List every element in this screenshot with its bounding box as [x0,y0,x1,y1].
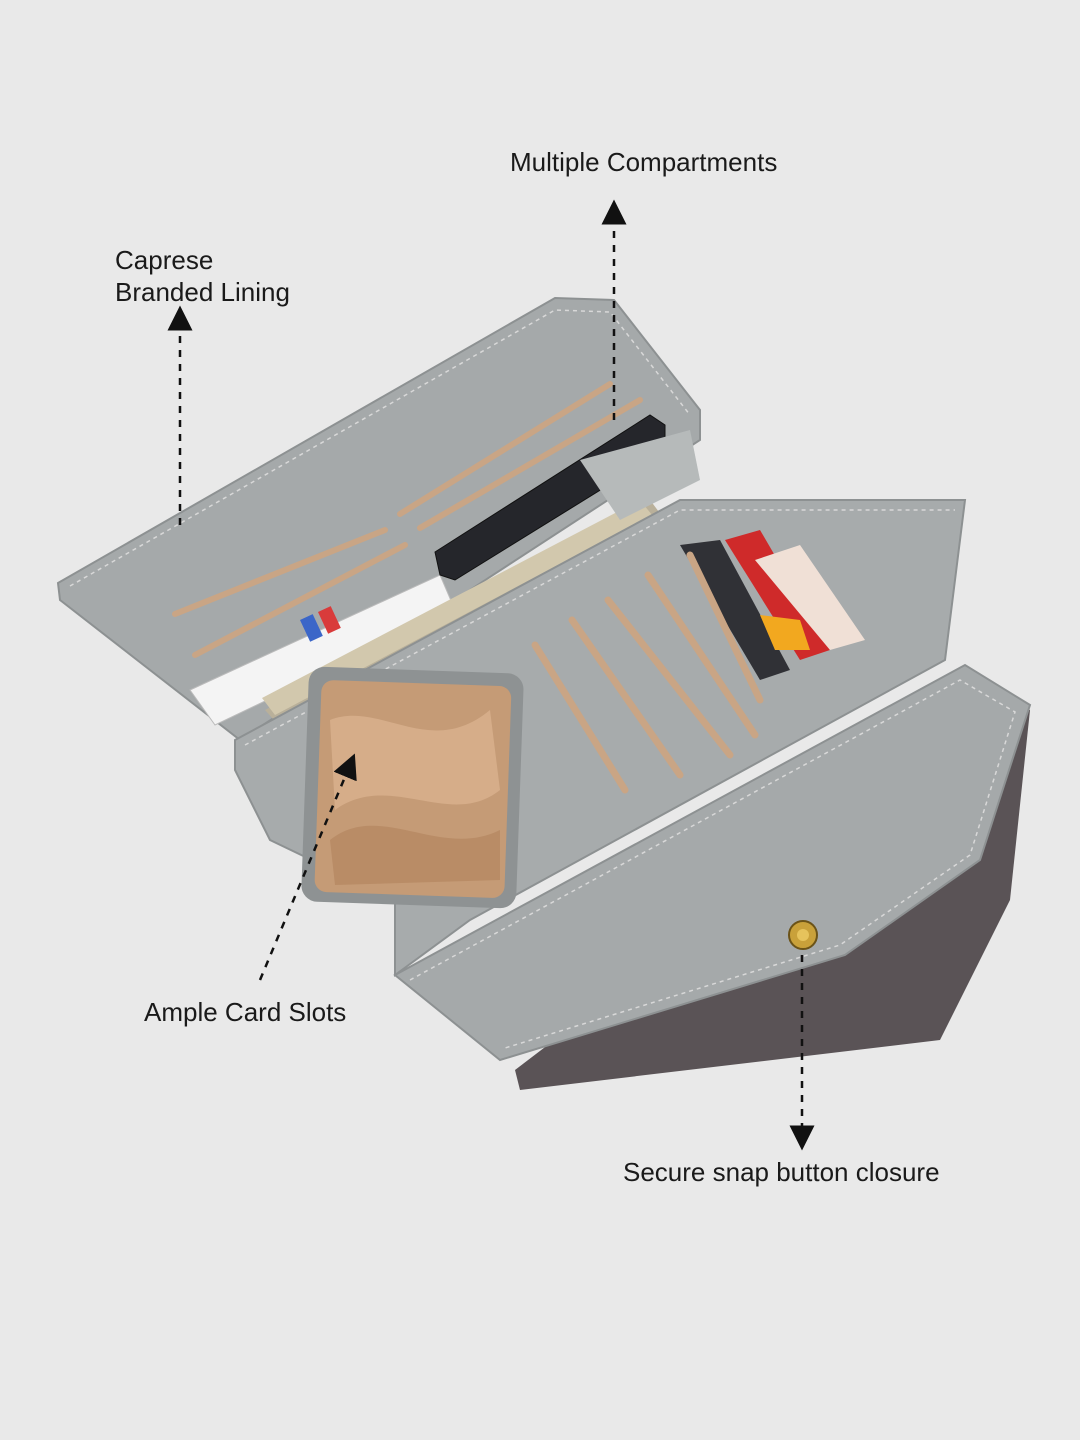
front-slots [531,551,764,794]
right-cards [680,530,865,680]
arrow-card-slots [258,753,357,981]
black-card [680,540,790,680]
branded-lining-line1: Caprese [115,245,214,275]
branded-lining-line2: Branded Lining [115,277,290,307]
multiple-compartments-label: Multiple Compartments [510,147,778,177]
closure-flap [393,663,1032,1062]
red-card [725,530,830,660]
back-slots [172,381,643,658]
branded-lining-label: Caprese Branded Lining [115,244,290,308]
back-panel [56,296,701,742]
pink-card [755,545,865,650]
snap-closure-label: Secure snap button closure [623,1157,940,1187]
annotation-arrows [167,199,815,1151]
id-window [301,666,524,909]
card-slots-label: Ample Card Slots [144,997,347,1027]
